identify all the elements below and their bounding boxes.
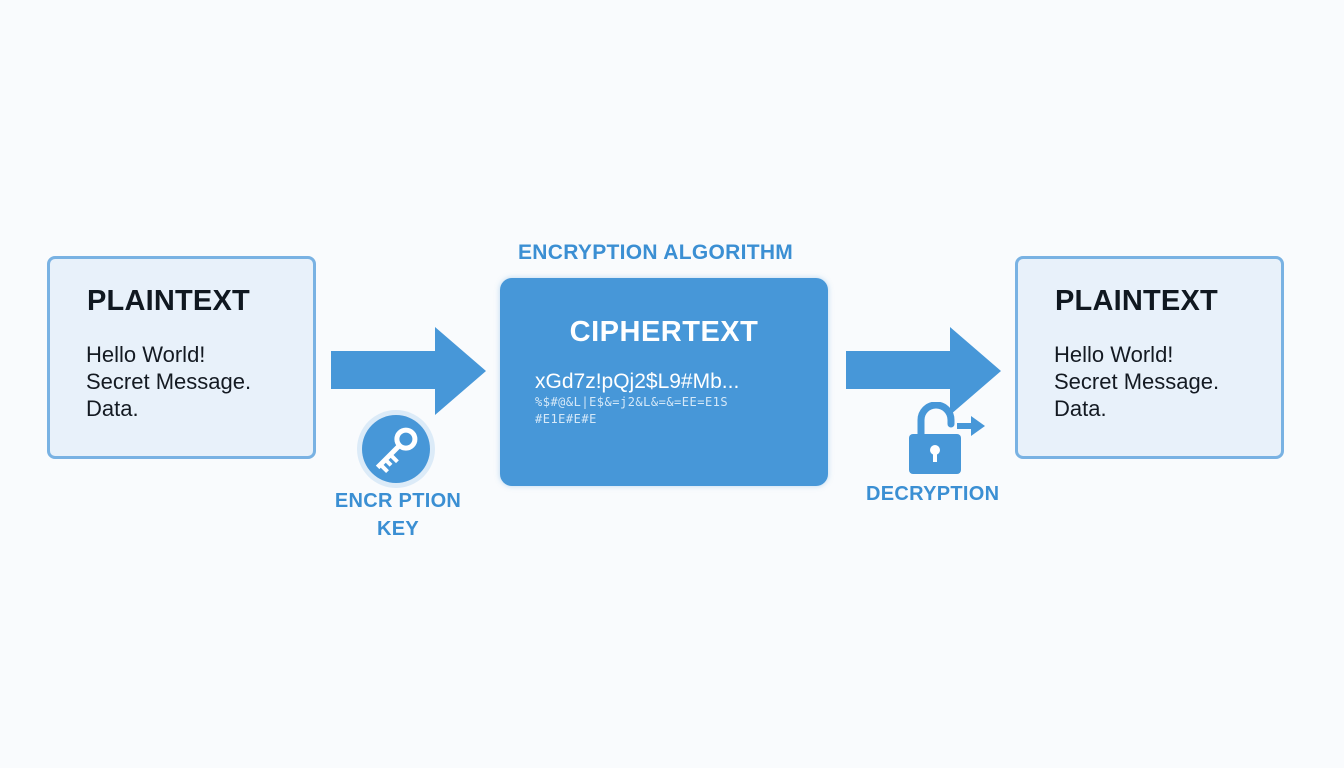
encrypt-arrow — [331, 327, 486, 415]
input-line-1: Hello World! — [86, 342, 206, 367]
ciphertext-title: CIPHERTEXT — [569, 316, 759, 348]
algorithm-label: ENCRYPTION ALGORITHM — [518, 241, 794, 264]
input-plaintext-title: PLAINTEXT — [87, 285, 250, 317]
input-line-3: Data. — [86, 396, 139, 421]
encryption-key-label-line2: KEY — [376, 518, 420, 540]
encryption-key-label-line1: ENCR PTION — [334, 490, 462, 512]
garbled-line-2: #E1E#E#E — [535, 412, 597, 426]
encryption-key-label: ENCR PTION KEY — [318, 487, 478, 543]
output-plaintext-lines: Hello World! Secret Message. Data. — [1054, 341, 1219, 422]
ciphertext-garbled: %$#@&L|E$&=j2&L&=&=EE=E1S #E1E#E#E — [535, 394, 728, 428]
output-line-1: Hello World! — [1054, 342, 1174, 367]
input-plaintext-box: PLAINTEXT Hello World! Secret Message. D… — [47, 256, 316, 459]
key-icon — [357, 410, 435, 488]
input-line-2: Secret Message. — [86, 369, 252, 394]
ciphertext-value: xGd7z!pQj2$L9#Mb... — [535, 370, 740, 393]
decrypt-arrow — [846, 327, 1001, 415]
garbled-line-1: %$#@&L|E$&=j2&L&=&=EE=E1S — [535, 395, 729, 409]
output-plaintext-box: PLAINTEXT Hello World! Secret Message. D… — [1015, 256, 1284, 459]
unlocked-padlock-icon — [909, 402, 985, 474]
output-line-2: Secret Message. — [1054, 369, 1220, 394]
input-plaintext-lines: Hello World! Secret Message. Data. — [86, 341, 251, 422]
output-line-3: Data. — [1054, 396, 1107, 421]
output-plaintext-title: PLAINTEXT — [1055, 285, 1218, 317]
ciphertext-box: CIPHERTEXT xGd7z!pQj2$L9#Mb... %$#@&L|E$… — [500, 278, 828, 486]
decryption-label: DECRYPTION — [866, 483, 1000, 505]
